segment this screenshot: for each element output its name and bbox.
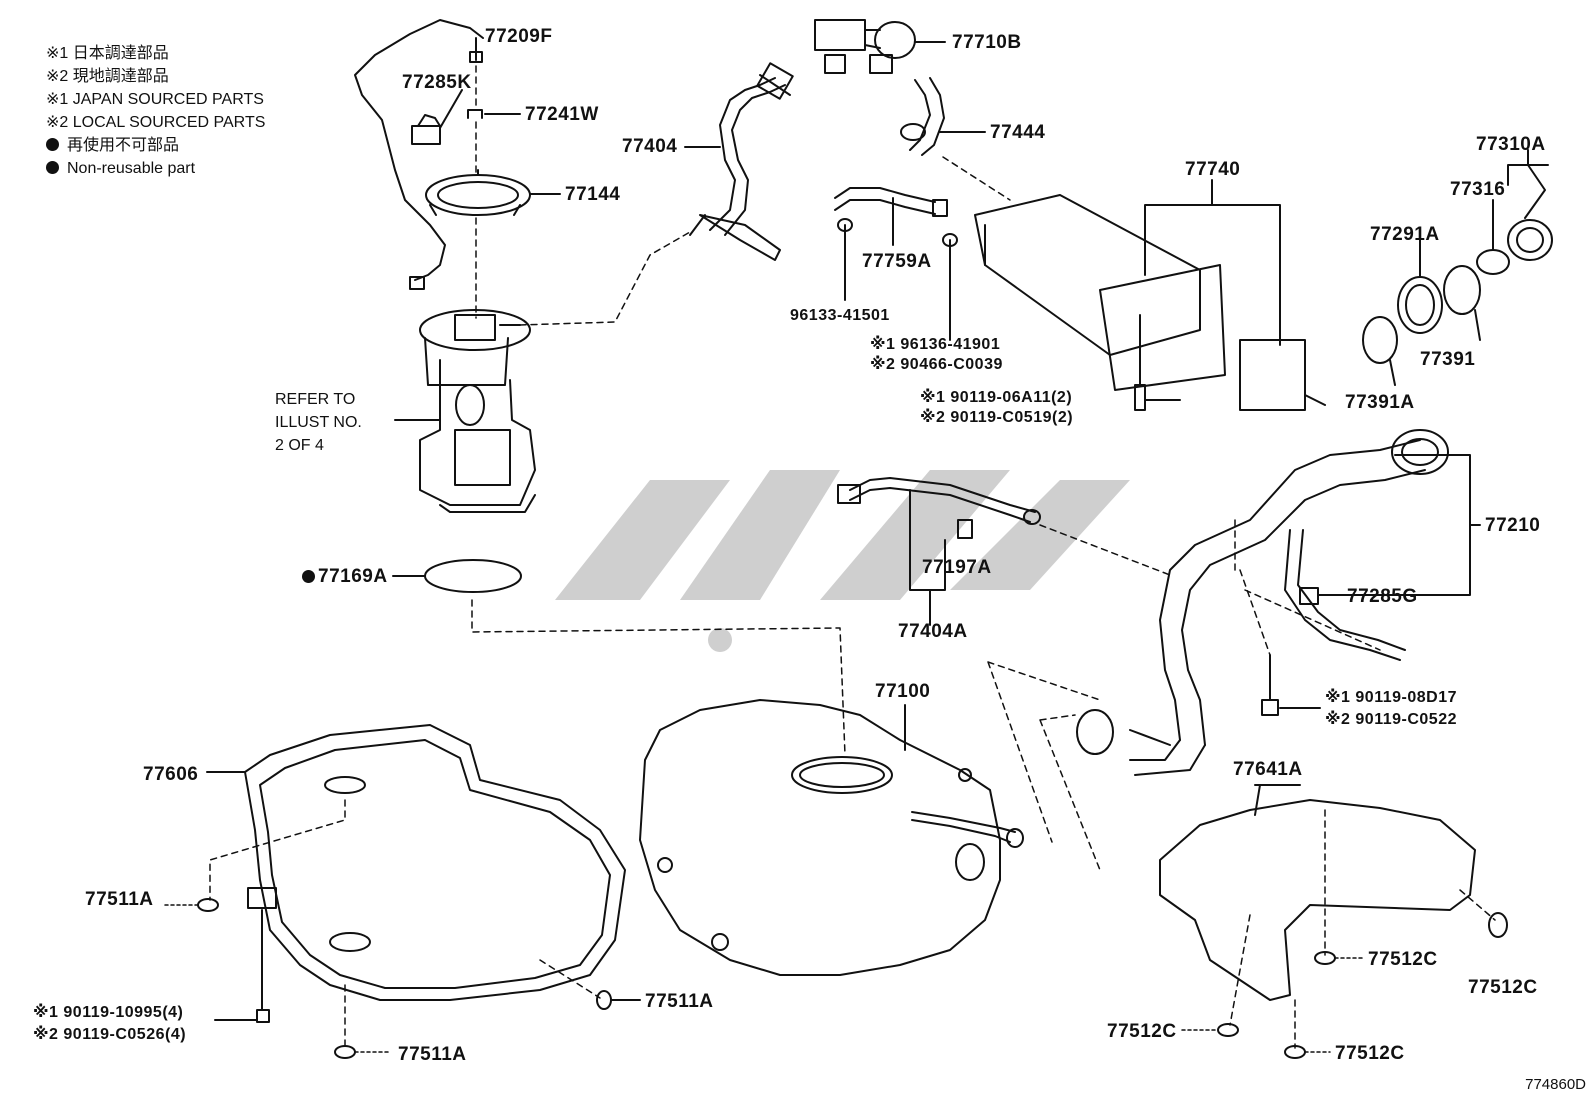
retainer-ring-77144-drawing [425,169,561,216]
part-label-77197A[interactable]: 77197A [922,557,992,578]
legend-japan-en: ※1 JAPAN SOURCED PARTS [46,91,264,108]
part-label-77310A[interactable]: 77310A [1476,134,1546,155]
part-label-77404[interactable]: 77404 [622,136,678,157]
nonreusable-dot-icon [302,570,315,583]
part-label-90119-C0522[interactable]: ※2 90119-C0522 [1325,711,1457,728]
part-label-90119-06A11[interactable]: ※1 90119-06A11(2) [920,389,1073,406]
part-label-77606[interactable]: 77606 [143,764,199,785]
valve-77710B-drawing [814,19,946,74]
sender-vent-dashline [519,231,691,326]
part-label-77444[interactable]: 77444 [990,122,1046,143]
charcoal-canister-77740-drawing [974,179,1326,411]
legend-local-jp: ※2 現地調達部品 [46,68,169,85]
legend-japan-jp: ※1 日本調達部品 [46,45,169,62]
legend-nonreusable-jp: 再使用不可部品 [67,137,180,154]
part-label-90466-C0039[interactable]: ※2 90466-C0039 [870,356,1003,373]
part-label-77511A-middle[interactable]: 77511A [645,991,714,1012]
refer-note: REFER TO ILLUST NO. 2 OF 4 [275,388,362,457]
refer-line2: ILLUST NO. [275,414,362,431]
fuel-pump-assembly-drawing [394,309,536,513]
watermark-logo [555,470,1130,652]
part-label-96133-41501[interactable]: 96133-41501 [790,307,890,324]
part-label-77210[interactable]: 77210 [1485,515,1541,536]
part-label-90119-C0519[interactable]: ※2 90119-C0519(2) [920,409,1074,426]
part-label-77391[interactable]: 77391 [1420,349,1476,370]
part-label-77209F[interactable]: 77209F [485,26,553,47]
part-label-90119-08D17[interactable]: ※1 90119-08D17 [1325,689,1457,706]
filler-pipe-77210-drawing [1076,429,1481,776]
part-label-77404A[interactable]: 77404A [898,621,968,642]
part-label-77100[interactable]: 77100 [875,681,931,702]
legend-nonreusable-en: Non-reusable part [67,160,196,177]
fuel-tank-77100-drawing [639,699,1024,976]
drawing-number: 774860D [1525,1076,1586,1093]
part-label-96136-41901[interactable]: ※1 96136-41901 [870,336,1001,353]
part-label-77291A[interactable]: 77291A [1370,224,1440,245]
protector-77606-drawing [164,724,641,1059]
part-label-77512C-d[interactable]: 77512C [1335,1043,1405,1064]
hose-77404A-drawing [837,477,1171,626]
gasket-77169A-drawing [424,559,522,593]
refer-line1: REFER TO [275,391,356,408]
part-label-77169A[interactable]: 77169A [302,567,388,586]
fuel-cap-group-drawing [1362,149,1553,386]
part-label-77391A[interactable]: 77391A [1345,392,1415,413]
part-label-77316[interactable]: 77316 [1450,179,1506,200]
part-label-77512C-c[interactable]: 77512C [1107,1021,1177,1042]
legend-nonreusable-jp-row: 再使用不可部品 [46,134,265,157]
part-label-77512C-b[interactable]: 77512C [1468,977,1538,998]
clip-77241W-drawing [467,109,521,119]
nonreusable-dot-icon [46,161,59,174]
part-label-77241W[interactable]: 77241W [525,104,599,125]
nonreusable-dot-icon [46,138,59,151]
legend-nonreusable-en-row: Non-reusable part [46,157,265,180]
protector-77641A-drawing [1159,784,1508,1059]
part-label-77511A-left[interactable]: 77511A [85,889,154,910]
part-label-90119-10995[interactable]: ※1 90119-10995(4) [33,1004,184,1021]
hose-77444-drawing [900,77,1011,201]
part-label-90119-C0526[interactable]: ※2 90119-C0526(4) [33,1026,187,1043]
part-label-77285G[interactable]: 77285G [1347,586,1418,607]
hose-77759A-drawing [834,187,958,341]
vent-tube-77404-drawing [684,62,794,261]
legend: ※1 日本調達部品 ※2 現地調達部品 ※1 JAPAN SOURCED PAR… [46,42,265,180]
tank-dashline-1 [471,599,846,756]
sender-gauge-wire-drawing [354,19,484,290]
part-label-77740[interactable]: 77740 [1185,159,1241,180]
part-label-77285K[interactable]: 77285K [402,72,472,93]
part-label-77511A-bottom[interactable]: 77511A [398,1044,467,1065]
part-label-77710B[interactable]: 77710B [952,32,1022,53]
part-label-77641A[interactable]: 77641A [1233,759,1303,780]
refer-line3: 2 OF 4 [275,437,324,454]
clamp-77285K-drawing [411,89,463,145]
tank-dashline-2 [987,661,1101,871]
part-label-77759A[interactable]: 77759A [862,251,932,272]
part-label-77512C-a[interactable]: 77512C [1368,949,1438,970]
part-label-77144[interactable]: 77144 [565,184,621,205]
part-label-77169A-text: 77169A [318,566,388,587]
legend-local-en: ※2 LOCAL SOURCED PARTS [46,114,266,131]
